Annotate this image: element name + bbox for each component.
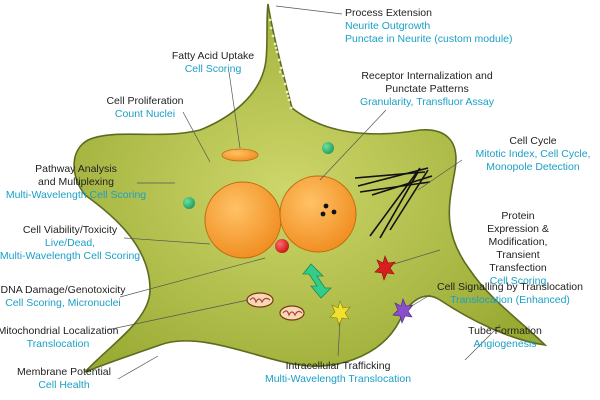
- label-cell-proliferation: Cell Proliferation Count Nuclei: [106, 95, 183, 121]
- neurite-punctae: [268, 18, 293, 110]
- label-title: Tube Formation: [468, 325, 542, 337]
- label-cell-signalling: Cell Signalling by Translocation Translo…: [437, 281, 583, 307]
- label-sub: Translocation (Enhanced): [450, 294, 570, 306]
- mitochondrion: [246, 292, 274, 308]
- label-sub: Live/Dead,: [44, 237, 96, 249]
- nucleus-right: [279, 175, 357, 253]
- label-sub: Angiogenesis: [473, 338, 537, 350]
- label-title: Process Extension: [345, 7, 432, 19]
- label-sub: Mitotic Index, Cell Cycle,: [475, 148, 591, 160]
- label-cell-cycle: Cell Cycle Mitotic Index, Cell Cycle, Mo…: [476, 135, 591, 174]
- label-sub: Monopole Detection: [486, 161, 580, 173]
- label-title: Protein Expression & Modification, Trans…: [487, 210, 549, 274]
- label-sub: Neurite Outgrowth: [345, 20, 431, 32]
- leader-lines: [106, 5, 501, 380]
- label-protein-expression: Protein Expression & Modification, Trans…: [477, 210, 559, 288]
- micronucleus-dot: [323, 203, 329, 209]
- label-title: Cell Proliferation: [106, 95, 184, 107]
- label-pathway: Pathway Analysis and Multiplexing Multi-…: [6, 163, 146, 202]
- label-title: Cell Cycle: [509, 135, 557, 147]
- label-mitochondrial: Mitochondrial Localization Translocation: [0, 325, 118, 351]
- green-granule: [183, 197, 195, 209]
- label-intracellular: Intracellular Trafficking Multi-Waveleng…: [265, 360, 411, 386]
- label-process-extension: Process Extension Neurite Outgrowth Punc…: [345, 7, 513, 46]
- label-sub: Cell Scoring: [489, 275, 547, 287]
- label-sub: Multi-Wavelength Cell Scoring: [5, 189, 147, 201]
- label-title: Cell Signalling by Translocation: [437, 281, 583, 293]
- lipid-droplet: [221, 148, 259, 162]
- green-granule: [322, 142, 334, 154]
- label-title: Pathway Analysis and Multiplexing: [35, 163, 117, 188]
- label-tube-formation: Tube Formation Angiogenesis: [468, 325, 542, 351]
- label-sub: Cell Scoring: [184, 63, 242, 75]
- label-membrane-potential: Membrane Potential Cell Health: [17, 366, 111, 392]
- label-receptor: Receptor Internalization and Punctate Pa…: [360, 70, 494, 109]
- yellow-star-marker: [329, 300, 351, 326]
- label-sub: Multi-Wavelength Cell Scoring: [0, 250, 141, 262]
- label-title: Mitochondrial Localization: [0, 325, 119, 337]
- label-title: Cell Viability/Toxicity: [22, 224, 118, 236]
- label-title: Membrane Potential: [17, 366, 111, 378]
- label-sub: Cell Health: [38, 379, 90, 391]
- micronucleus-dot: [331, 209, 337, 215]
- label-cell-viability: Cell Viability/Toxicity Live/Dead, Multi…: [0, 224, 140, 263]
- micronucleus-dot: [320, 211, 326, 217]
- label-sub: Translocation: [26, 338, 90, 350]
- red-star-marker: [374, 255, 396, 281]
- mitochondrion: [279, 305, 305, 321]
- nucleus-left: [204, 181, 282, 259]
- label-sub: Count Nuclei: [114, 108, 176, 120]
- label-sub: Punctae in Neurite (custom module): [345, 33, 513, 45]
- label-title: Intracellular Trafficking: [285, 360, 391, 372]
- label-sub: Multi-Wavelength Translocation: [264, 373, 412, 385]
- mitotic-spindle: [354, 167, 433, 239]
- label-sub: Granularity, Transfluor Assay: [359, 96, 495, 108]
- label-sub: Cell Scoring, Micronuclei: [5, 297, 121, 309]
- label-fatty-acid: Fatty Acid Uptake Cell Scoring: [172, 50, 254, 76]
- label-title: Receptor Internalization and Punctate Pa…: [361, 70, 493, 95]
- trafficking-arrow: [302, 263, 332, 299]
- label-title: Fatty Acid Uptake: [171, 50, 255, 62]
- label-dna-damage: DNA Damage/Genotoxicity Cell Scoring, Mi…: [1, 284, 126, 310]
- red-granule: [275, 239, 289, 253]
- label-title: DNA Damage/Genotoxicity: [0, 284, 126, 296]
